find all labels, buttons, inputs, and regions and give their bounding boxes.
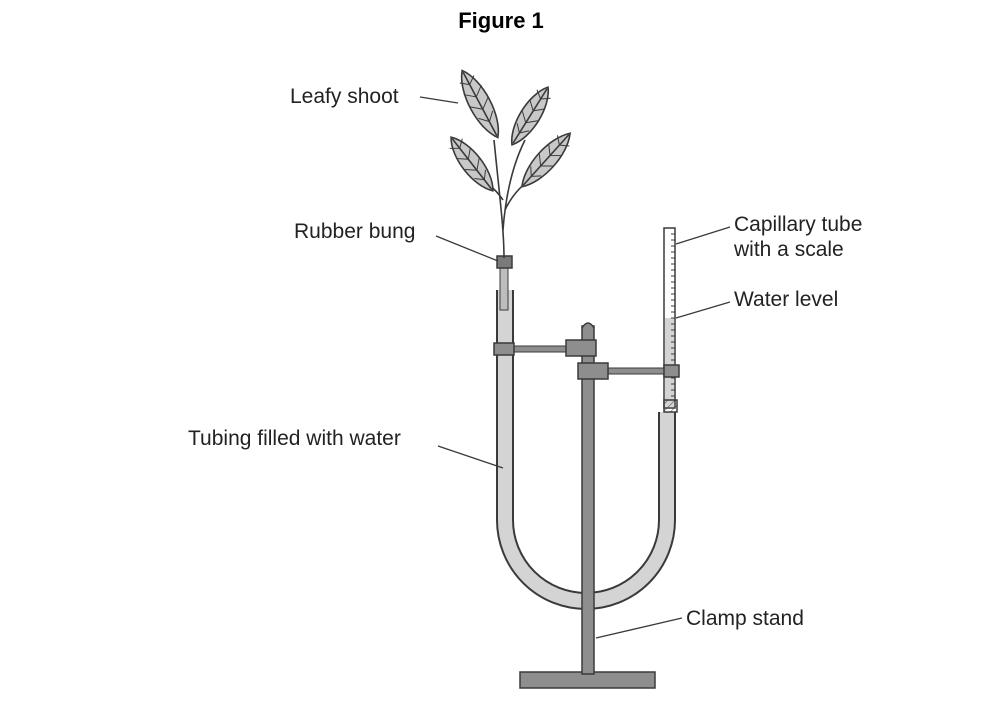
figure-title: Figure 1	[458, 8, 544, 33]
leader-rubber-bung	[435, 235, 499, 262]
leader-clamp-stand	[595, 617, 683, 639]
leader-water-level	[675, 301, 731, 319]
leaf	[459, 69, 500, 139]
label-capillary-tube-line1: Capillary tube	[734, 213, 862, 236]
leaf	[449, 136, 494, 192]
stand-rod-top	[581, 322, 595, 329]
leader-leafy-shoot	[419, 96, 459, 104]
shoot-stem-branch-1	[502, 139, 526, 231]
leader-lines	[419, 96, 731, 639]
capillary-tube	[663, 227, 676, 409]
label-leafy-shoot: Leafy shoot	[290, 85, 399, 108]
leaf	[520, 132, 572, 188]
shoot-stem-upper	[493, 139, 505, 259]
capillary-connector	[663, 399, 678, 413]
right-clamp	[577, 362, 680, 380]
label-tubing: Tubing filled with water	[188, 427, 401, 450]
label-clamp-stand: Clamp stand	[686, 607, 804, 630]
shoot-stem	[499, 261, 509, 311]
leaf	[511, 86, 551, 146]
label-water-level: Water level	[734, 288, 838, 311]
left-clamp	[493, 339, 597, 357]
label-capillary-tube-line2: with a scale	[733, 238, 844, 261]
label-rubber-bung: Rubber bung	[294, 220, 415, 243]
leader-tubing	[437, 445, 504, 469]
leader-capillary	[675, 226, 731, 245]
leafy-shoot	[449, 69, 572, 259]
